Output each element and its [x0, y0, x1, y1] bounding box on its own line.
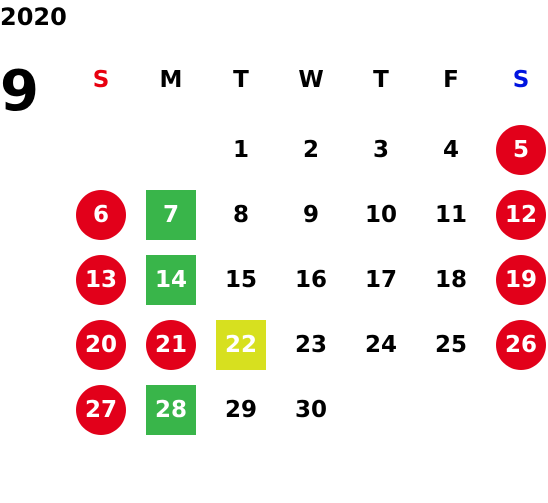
calendar-day-13[interactable]: 13 [76, 255, 126, 305]
weekday-header-thursday: T [373, 67, 389, 93]
calendar-day-1[interactable]: 1 [232, 137, 249, 163]
calendar-day-16[interactable]: 16 [294, 267, 327, 293]
weekday-header-friday: F [443, 67, 459, 93]
calendar-day-11[interactable]: 11 [434, 202, 467, 228]
calendar-day-8[interactable]: 8 [232, 202, 249, 228]
calendar-day-23[interactable]: 23 [294, 332, 327, 358]
weekday-header-monday: M [159, 67, 183, 93]
calendar-day-10[interactable]: 10 [364, 202, 397, 228]
weekday-header-sunday: S [92, 67, 110, 93]
month-number: 9 [0, 59, 39, 124]
calendar-day-20[interactable]: 20 [76, 320, 126, 370]
calendar-day-2[interactable]: 2 [302, 137, 319, 163]
calendar-day-9[interactable]: 9 [302, 202, 319, 228]
calendar-day-26[interactable]: 26 [496, 320, 546, 370]
calendar-day-29[interactable]: 29 [224, 397, 257, 423]
calendar-day-25[interactable]: 25 [434, 332, 467, 358]
calendar-day-17[interactable]: 17 [364, 267, 397, 293]
year-label: 2020 [0, 3, 67, 31]
weekday-header-saturday: S [512, 67, 530, 93]
calendar-day-18[interactable]: 18 [434, 267, 467, 293]
calendar-day-15[interactable]: 15 [224, 267, 257, 293]
calendar-day-21[interactable]: 21 [146, 320, 196, 370]
calendar-day-12[interactable]: 12 [496, 190, 546, 240]
calendar-day-3[interactable]: 3 [372, 137, 389, 163]
calendar-day-5[interactable]: 5 [496, 125, 546, 175]
weekday-header-wednesday: W [298, 67, 324, 93]
calendar-day-19[interactable]: 19 [496, 255, 546, 305]
calendar-day-28[interactable]: 28 [146, 385, 196, 435]
calendar-day-4[interactable]: 4 [442, 137, 459, 163]
calendar-day-6[interactable]: 6 [76, 190, 126, 240]
calendar-day-27[interactable]: 27 [76, 385, 126, 435]
calendar-day-30[interactable]: 30 [294, 397, 327, 423]
calendar-day-7[interactable]: 7 [146, 190, 196, 240]
calendar-day-14[interactable]: 14 [146, 255, 196, 305]
calendar-day-24[interactable]: 24 [364, 332, 397, 358]
calendar-day-22[interactable]: 22 [216, 320, 266, 370]
weekday-header-tuesday: T [233, 67, 249, 93]
